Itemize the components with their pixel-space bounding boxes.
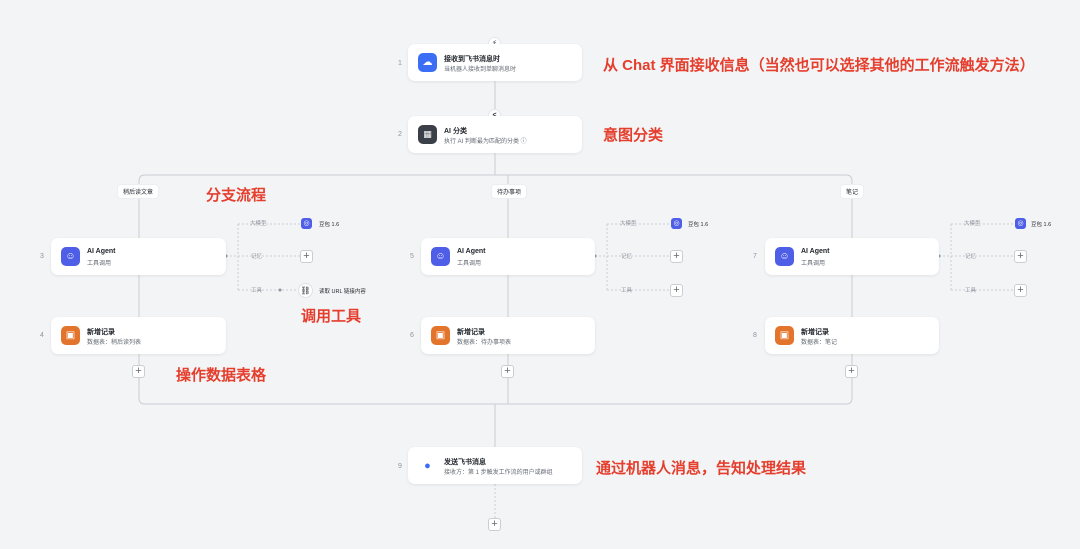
doubao-icon: ◎	[301, 218, 312, 229]
node-title: 新增记录	[87, 329, 115, 336]
add-step-button[interactable]: +	[488, 518, 501, 531]
add-record-node[interactable]: ▣ 新增记录 数据表：笔记	[765, 317, 939, 354]
node-title: 发送飞书消息	[444, 459, 486, 466]
chevron-left-icon: <	[489, 110, 500, 121]
node-title: AI Agent	[87, 248, 116, 255]
node-title: AI Agent	[457, 248, 486, 255]
agent-icon: ☺	[61, 247, 80, 266]
agent-icon: ☺	[431, 247, 450, 266]
node-desc: 工具调用	[457, 261, 482, 267]
node-title: AI 分类	[444, 128, 467, 135]
send-message-node[interactable]: ● 发送飞书消息 接收方：第 1 步触发工作流的用户或群组	[408, 447, 582, 484]
ai-agent-node[interactable]: ☺ AI Agent 工具调用	[421, 238, 595, 275]
node-desc: 工具调用	[801, 261, 826, 267]
node-desc: 接收方：第 1 步触发工作流的用户或群组	[444, 470, 553, 476]
branch-tag-todo[interactable]: 待办事项	[492, 185, 527, 198]
node-desc: 数据表：笔记	[801, 340, 838, 346]
node-desc: 当机器人接收到单聊消息时	[444, 67, 517, 73]
annotation-branch: 分支流程	[206, 187, 267, 204]
doubao-icon: ◎	[671, 218, 682, 229]
step-number: 1	[398, 60, 402, 67]
slot-label-tool: 工具	[965, 288, 977, 294]
link-icon[interactable]: ⛓	[298, 283, 313, 298]
trigger-node[interactable]: ☁ 接收到飞书消息时 当机器人接收到单聊消息时	[408, 44, 582, 81]
add-step-button[interactable]: +	[501, 365, 514, 378]
add-record-node[interactable]: ▣ 新增记录 数据表：待办事项表	[421, 317, 595, 354]
tool-name: 读取 URL 链接内容	[319, 289, 366, 295]
slot-label-tool: 工具	[621, 288, 633, 294]
node-title: 接收到飞书消息时	[444, 56, 500, 63]
message-icon: ●	[418, 456, 437, 475]
model-name: 豆包 1.6	[319, 222, 340, 228]
node-desc: 工具调用	[87, 261, 112, 267]
step-number: 9	[398, 463, 402, 470]
ai-classify-node[interactable]: ▦ AI 分类 执行 AI 判断最为匹配的分类 ⓘ	[408, 116, 582, 153]
node-desc: 数据表：稍后读列表	[87, 340, 142, 346]
annotation-tool: 调用工具	[301, 308, 362, 325]
feishu-bot-icon: ☁	[418, 53, 437, 72]
add-record-node[interactable]: ▣ 新增记录 数据表：稍后读列表	[51, 317, 226, 354]
add-tool-button[interactable]: +	[1014, 284, 1027, 297]
step-number: 6	[410, 332, 414, 339]
step-number: 2	[398, 131, 402, 138]
node-title: 新增记录	[801, 329, 829, 336]
agent-icon: ☺	[775, 247, 794, 266]
annotation-classify: 意图分类	[603, 127, 664, 144]
branch-tag-notes[interactable]: 笔记	[841, 185, 864, 198]
add-memory-button[interactable]: +	[670, 250, 683, 263]
add-step-button[interactable]: +	[132, 365, 145, 378]
node-title: 新增记录	[457, 329, 485, 336]
model-name: 豆包 1.6	[1031, 222, 1052, 228]
step-number: 8	[753, 332, 757, 339]
table-record-icon: ▣	[431, 326, 450, 345]
ai-agent-node[interactable]: ☺ AI Agent 工具调用	[51, 238, 226, 275]
grid-icon: ▦	[418, 125, 437, 144]
table-record-icon: ▣	[775, 326, 794, 345]
node-desc: 数据表：待办事项表	[457, 340, 512, 346]
lightning-icon: ⚡	[489, 38, 500, 49]
slot-label-model: 大模型	[964, 221, 981, 227]
slot-label-memory: 记忆	[965, 254, 977, 260]
add-step-button[interactable]: +	[845, 365, 858, 378]
step-number: 3	[40, 253, 44, 260]
step-number: 5	[410, 253, 414, 260]
step-number: 7	[753, 253, 757, 260]
annotation-trigger: 从 Chat 界面接收信息（当然也可以选择其他的工作流触发方法）	[603, 57, 1035, 74]
branch-tag-read-later[interactable]: 稍后读文章	[118, 185, 159, 198]
slot-label-model: 大模型	[250, 221, 267, 227]
slot-label-memory: 记忆	[621, 254, 633, 260]
step-number: 4	[40, 332, 44, 339]
model-name: 豆包 1.6	[688, 222, 709, 228]
node-desc: 执行 AI 判断最为匹配的分类 ⓘ	[444, 139, 527, 145]
slot-label-tool: 工具	[251, 288, 263, 294]
add-memory-button[interactable]: +	[300, 250, 313, 263]
add-memory-button[interactable]: +	[1014, 250, 1027, 263]
annotation-notify: 通过机器人消息，告知处理结果	[596, 460, 807, 477]
add-tool-button[interactable]: +	[670, 284, 683, 297]
node-title: AI Agent	[801, 248, 830, 255]
doubao-icon: ◎	[1015, 218, 1026, 229]
annotation-table: 操作数据表格	[176, 367, 267, 384]
table-record-icon: ▣	[61, 326, 80, 345]
ai-agent-node[interactable]: ☺ AI Agent 工具调用	[765, 238, 939, 275]
slot-label-model: 大模型	[620, 221, 637, 227]
slot-label-memory: 记忆	[251, 254, 263, 260]
